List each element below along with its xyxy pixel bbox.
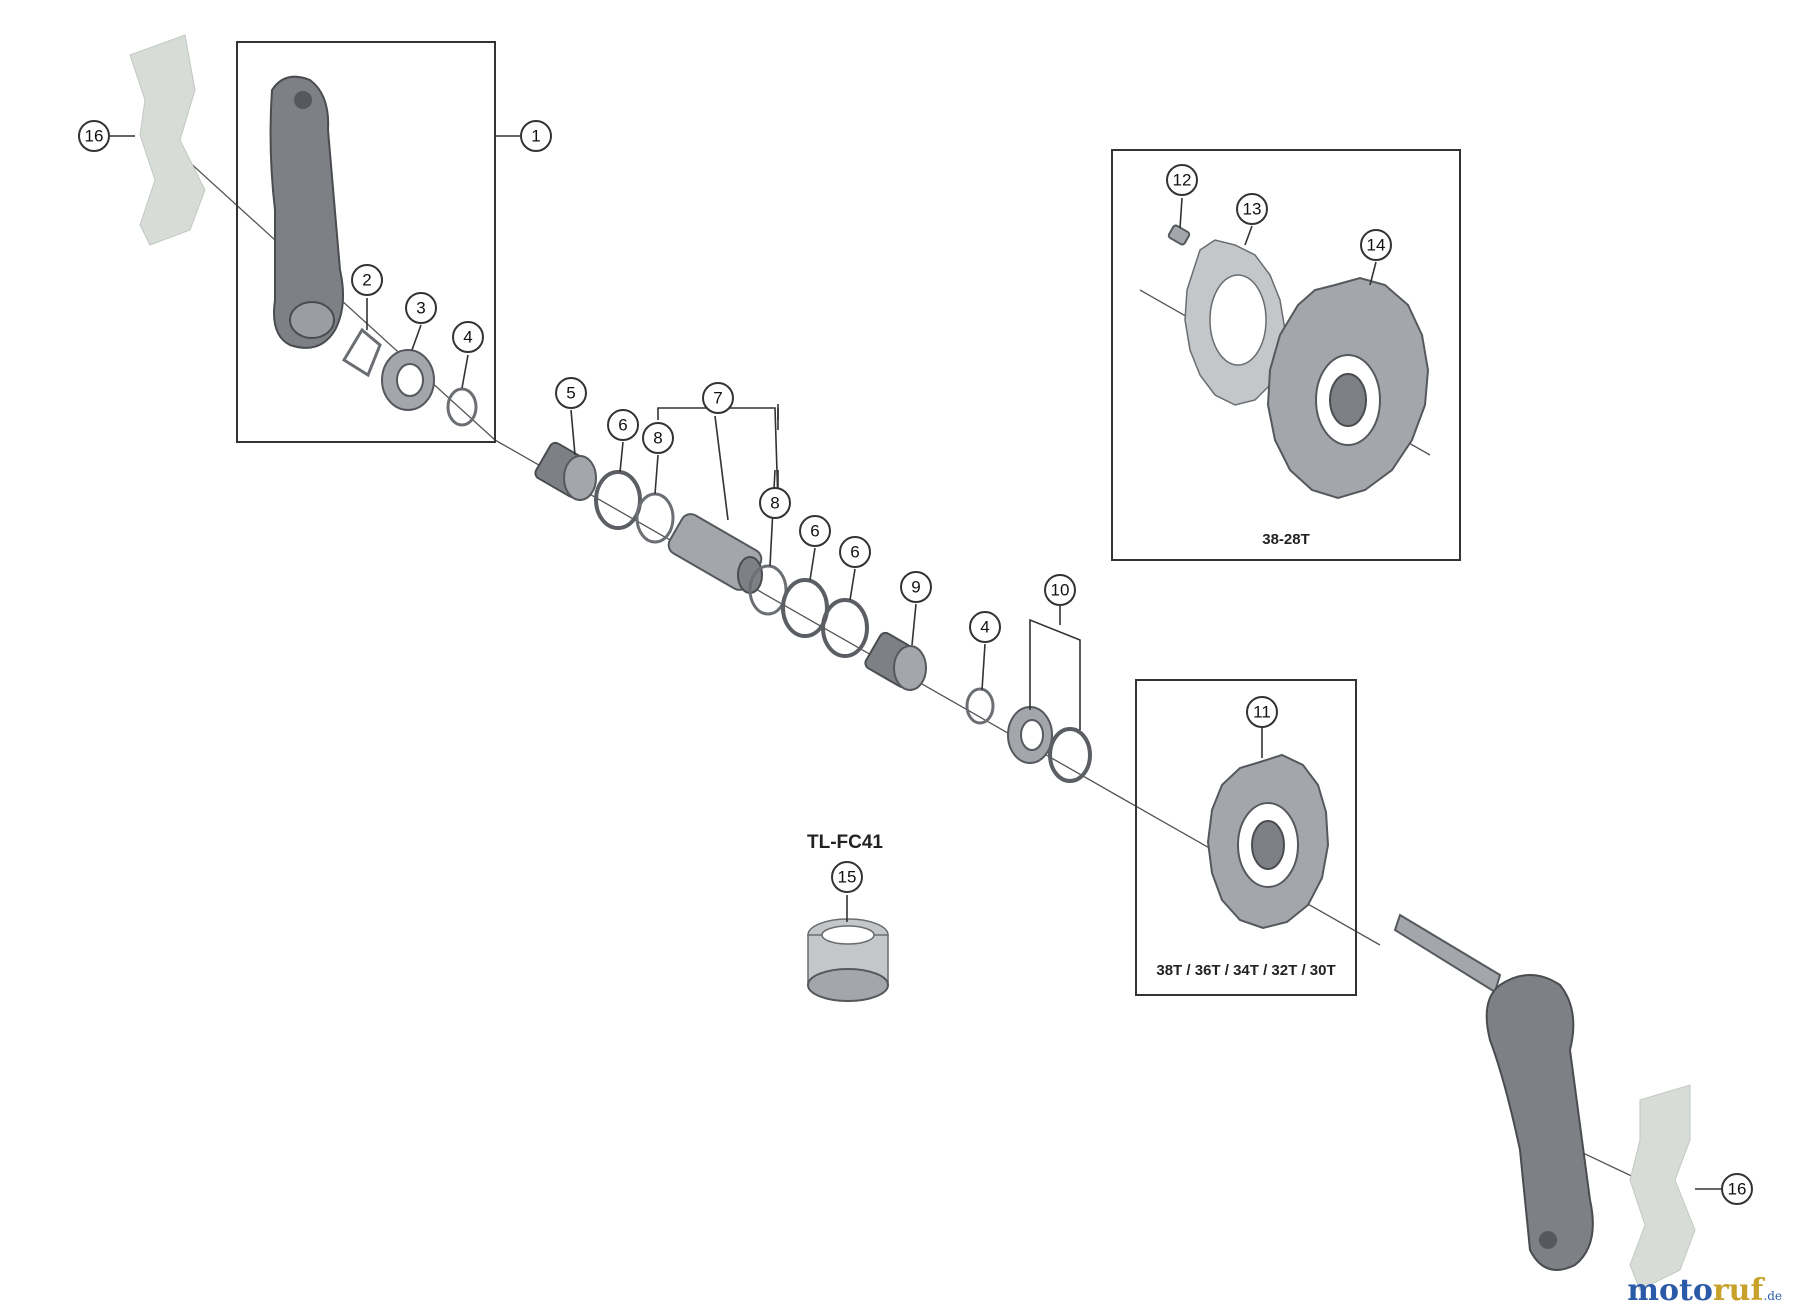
svg-text:16: 16 bbox=[85, 127, 104, 146]
part-8-ring-a bbox=[635, 492, 675, 544]
left-crank-box bbox=[236, 41, 496, 443]
part-9-bearing-cup bbox=[864, 631, 927, 691]
part-15-tool bbox=[807, 918, 889, 1002]
callout-16-right: 16 bbox=[1721, 1173, 1753, 1205]
part-6-ring-c bbox=[821, 598, 869, 658]
part-12-screw bbox=[1167, 224, 1191, 246]
part-11-chainring-single bbox=[1206, 753, 1330, 930]
svg-text:1: 1 bbox=[531, 127, 540, 146]
callout-12: 12 bbox=[1166, 164, 1198, 196]
callout-16-left: 16 bbox=[78, 120, 110, 152]
svg-text:3: 3 bbox=[416, 299, 425, 318]
svg-text:9: 9 bbox=[911, 578, 920, 597]
callout-3: 3 bbox=[405, 292, 437, 324]
part-10-washer bbox=[1048, 727, 1092, 783]
watermark-part1: moto bbox=[1627, 1273, 1713, 1308]
svg-text:6: 6 bbox=[810, 522, 819, 541]
callout-8-a: 8 bbox=[642, 422, 674, 454]
left-crank-pedal-hole bbox=[294, 91, 312, 109]
callout-2: 2 bbox=[351, 264, 383, 296]
svg-text:4: 4 bbox=[463, 328, 472, 347]
part-5-bearing-cup bbox=[534, 441, 597, 501]
svg-text:8: 8 bbox=[770, 494, 779, 513]
callout-14: 14 bbox=[1360, 229, 1392, 261]
crank-protector-right bbox=[1629, 1084, 1696, 1291]
svg-text:13: 13 bbox=[1243, 200, 1262, 219]
callout-10: 10 bbox=[1044, 574, 1076, 606]
callout-6-b: 6 bbox=[799, 515, 831, 547]
part-10-lockring-hole bbox=[1020, 719, 1044, 751]
callout-6-c: 6 bbox=[839, 536, 871, 568]
svg-text:8: 8 bbox=[653, 429, 662, 448]
chainring-double-label: 38-28T bbox=[1262, 531, 1310, 548]
svg-text:16: 16 bbox=[1728, 1180, 1747, 1199]
part-2-spacer bbox=[341, 327, 382, 378]
tool-label: TL-FC41 bbox=[807, 832, 883, 853]
part-6-ring-a bbox=[594, 470, 642, 530]
svg-text:11: 11 bbox=[1253, 703, 1271, 722]
part-4-ring-right bbox=[965, 687, 995, 725]
crank-protector-left bbox=[129, 34, 206, 246]
part-4-ring-left bbox=[446, 387, 478, 427]
svg-text:6: 6 bbox=[618, 416, 627, 435]
chainring-single-label: 38T / 36T / 34T / 32T / 30T bbox=[1156, 962, 1335, 979]
part-6-ring-b bbox=[781, 578, 829, 638]
svg-text:5: 5 bbox=[566, 384, 575, 403]
callout-4-right: 4 bbox=[969, 611, 1001, 643]
chainring-double-box bbox=[1111, 149, 1461, 561]
left-crank-arm bbox=[269, 75, 345, 349]
callout-1: 1 bbox=[520, 120, 552, 152]
part-3-inner bbox=[396, 363, 424, 397]
callout-15: 15 bbox=[831, 861, 863, 893]
callout-4-left: 4 bbox=[452, 321, 484, 353]
callout-7: 7 bbox=[702, 382, 734, 414]
svg-text:12: 12 bbox=[1173, 171, 1192, 190]
left-crank-spindle-end bbox=[289, 301, 335, 339]
callout-8-b: 8 bbox=[759, 487, 791, 519]
svg-text:15: 15 bbox=[838, 868, 857, 887]
callout-13: 13 bbox=[1236, 193, 1268, 225]
callout-6-a: 6 bbox=[607, 409, 639, 441]
chainring-single-box bbox=[1135, 679, 1357, 996]
watermark-tld: .de bbox=[1763, 1289, 1782, 1303]
svg-text:4: 4 bbox=[980, 618, 989, 637]
svg-text:2: 2 bbox=[362, 271, 371, 290]
watermark-part2: ruf bbox=[1712, 1273, 1764, 1308]
right-crank-arm bbox=[1393, 913, 1594, 1271]
svg-text:7: 7 bbox=[713, 389, 722, 408]
callout-11: 11 bbox=[1246, 696, 1278, 728]
svg-text:14: 14 bbox=[1367, 236, 1386, 255]
watermark-logo: motoruf.de bbox=[1627, 1273, 1782, 1308]
callout-5: 5 bbox=[555, 377, 587, 409]
part-13-chainring-small bbox=[1184, 239, 1286, 406]
svg-text:10: 10 bbox=[1051, 581, 1070, 600]
callout-9: 9 bbox=[900, 571, 932, 603]
part-14-chainring-large bbox=[1266, 276, 1430, 500]
svg-text:6: 6 bbox=[850, 543, 859, 562]
